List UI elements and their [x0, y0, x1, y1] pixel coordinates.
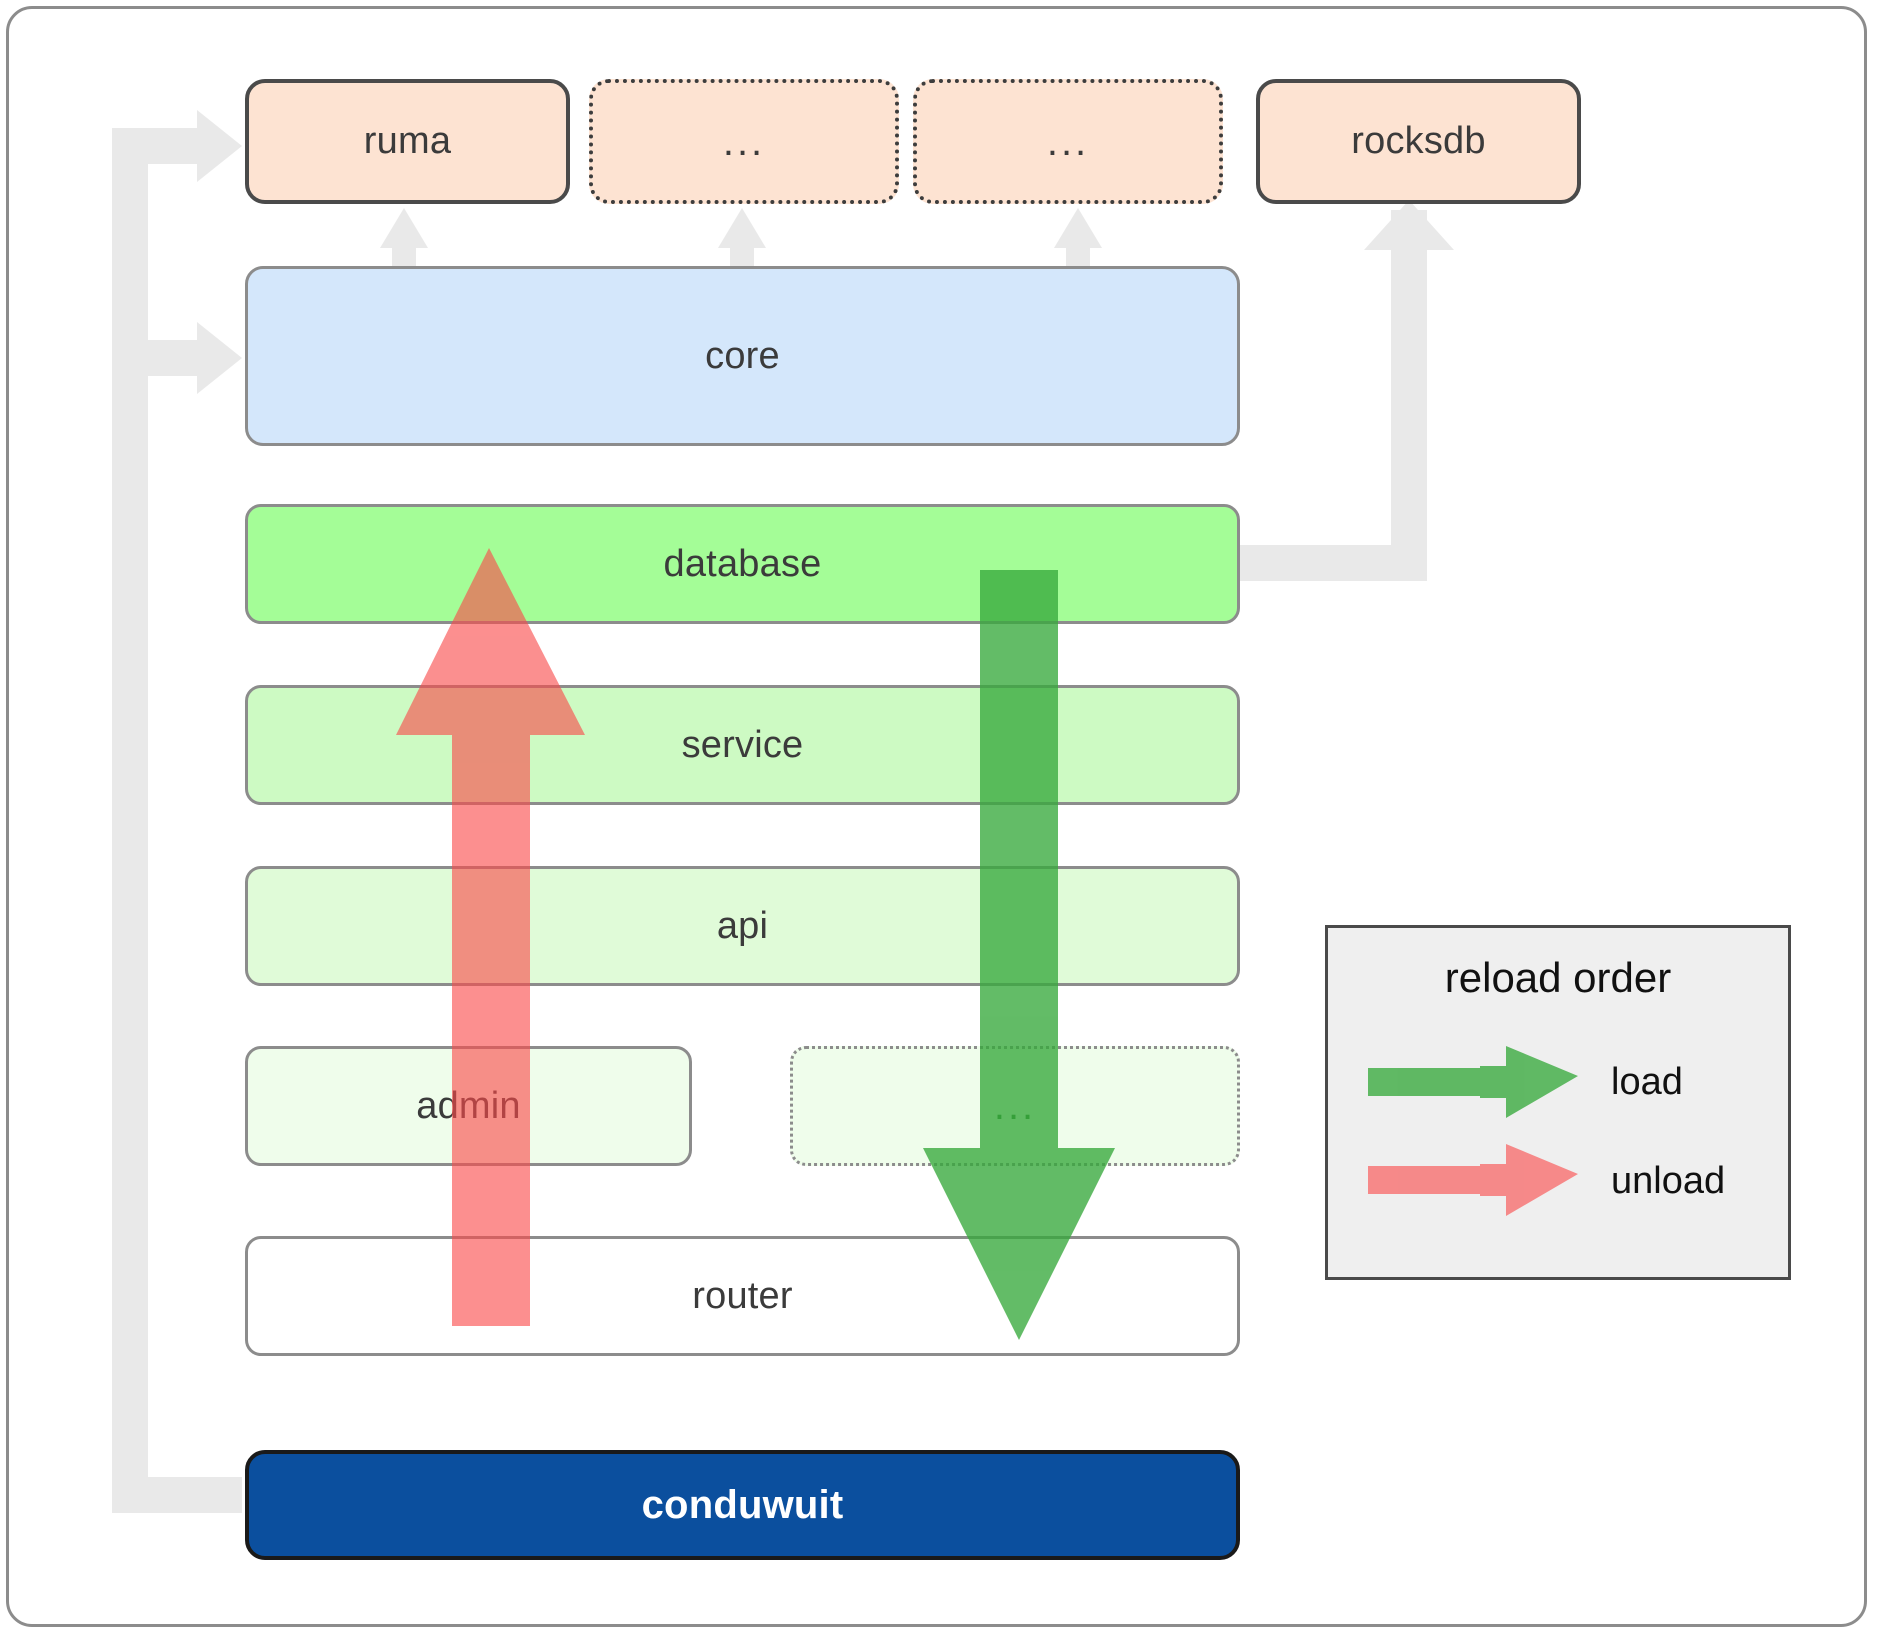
dependency-label-dep-b: ... — [1046, 119, 1090, 164]
legend-arrow-unload — [1368, 1144, 1578, 1216]
connector-database-right-horizontal — [1230, 545, 1410, 581]
legend-label-load: load — [1611, 1061, 1683, 1103]
connector-right-vertical — [1391, 210, 1427, 581]
connector-left-to-core — [112, 340, 202, 376]
dependency-label-dep-a: ... — [722, 119, 766, 164]
layer-box-dots[interactable]: ... — [790, 1046, 1240, 1166]
legend-panel: reload order load unload — [1325, 925, 1791, 1280]
layer-label-api: api — [716, 904, 769, 947]
layer-box-core[interactable]: core — [245, 266, 1240, 446]
connector-left-vertical — [112, 128, 148, 1513]
layer-label-router: router — [692, 1274, 793, 1317]
binary-box-conduwuit[interactable]: conduwuit — [245, 1450, 1240, 1560]
dependency-label-ruma: ruma — [363, 120, 452, 162]
dependency-box-dep-a[interactable]: ... — [589, 79, 899, 204]
layer-label-dots: ... — [993, 1084, 1037, 1128]
legend-title: reload order — [1444, 954, 1672, 1001]
connector-left-bottom-horizontal — [112, 1477, 242, 1513]
legend-arrows — [1368, 1046, 1578, 1216]
dependency-box-rocksdb[interactable]: rocksdb — [1256, 79, 1581, 204]
layer-box-admin[interactable]: admin — [245, 1046, 692, 1166]
layer-box-database[interactable]: database — [245, 504, 1240, 624]
layer-label-database: database — [663, 542, 822, 585]
dependency-box-ruma[interactable]: ruma — [245, 79, 570, 204]
layer-label-service: service — [681, 723, 804, 766]
layer-label-admin: admin — [416, 1084, 521, 1127]
layer-box-api[interactable]: api — [245, 866, 1240, 986]
dependency-label-rocksdb: rocksdb — [1351, 120, 1486, 162]
legend-label-unload: unload — [1611, 1160, 1726, 1202]
binary-label-conduwuit: conduwuit — [641, 1482, 844, 1527]
diagram-outer-frame — [6, 6, 1867, 1627]
legend-arrow-load — [1368, 1046, 1578, 1118]
connector-left-to-ruma — [112, 128, 202, 164]
dependency-box-dep-b[interactable]: ... — [913, 79, 1223, 204]
layer-box-service[interactable]: service — [245, 685, 1240, 805]
layer-box-router[interactable]: router — [245, 1236, 1240, 1356]
layer-label-core: core — [705, 334, 780, 377]
